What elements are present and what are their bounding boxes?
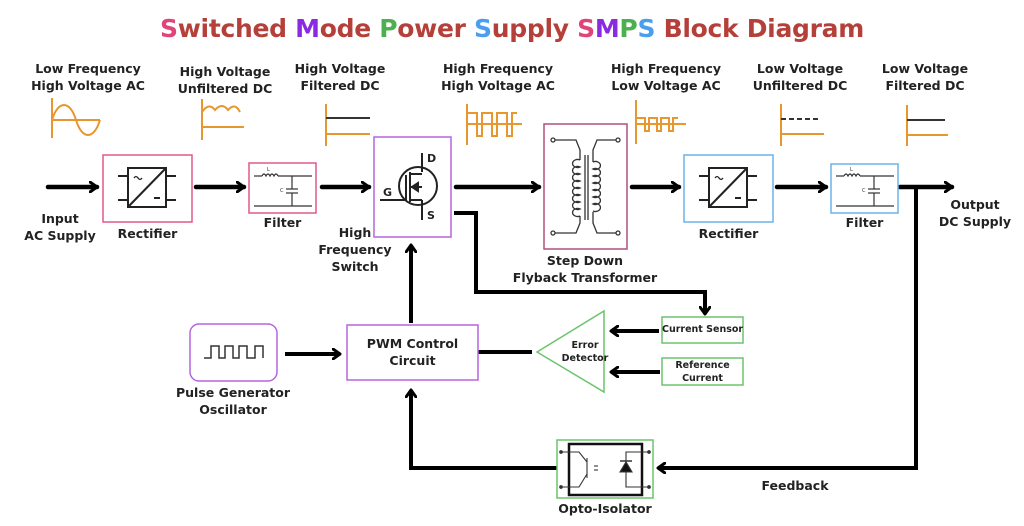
lc-filter-icon (254, 173, 312, 207)
title-segment: witched (177, 14, 296, 43)
title-segment: S (160, 14, 178, 43)
current-sensor-block[interactable] (661, 316, 744, 344)
pulse-wave-icon (204, 345, 264, 359)
waveform-icons (51, 98, 948, 146)
error-detector-block[interactable] (535, 309, 605, 394)
title-segment: ode (319, 14, 380, 43)
title-segment: P (619, 14, 638, 43)
current-sensor-label: Current Sensor (662, 324, 744, 335)
title-segment: M (295, 14, 320, 43)
mosfet-icon (380, 153, 438, 220)
title-segment: Block Diagram (655, 14, 865, 43)
optocoupler-icon (559, 450, 651, 489)
capacitor-label: C (862, 188, 866, 194)
diagram-title: Switched Mode Power Supply SMPS Block Di… (0, 14, 1024, 43)
feedback-label: Feedback (761, 478, 829, 493)
title-segment: S (637, 14, 656, 43)
opto-isolator-block[interactable] (556, 439, 654, 499)
inductor-label: L (850, 167, 853, 173)
filter-2-label: Filter (845, 215, 884, 230)
feedback-line (658, 187, 918, 468)
gate-label: G (383, 186, 392, 199)
pulse-generator-block[interactable] (189, 323, 278, 382)
capacitor-label: C (280, 188, 284, 194)
title-segment: S (474, 14, 492, 43)
rectifier-symbol-icon (118, 167, 176, 208)
high-frequency-switch-block[interactable]: D G S (373, 136, 452, 238)
rectifier-2-label: Rectifier (698, 226, 759, 241)
title-segment: M (594, 14, 620, 43)
switch-to-current-sensor-line (454, 211, 705, 314)
drain-label: D (427, 152, 436, 165)
pwm-control-block[interactable] (346, 324, 479, 381)
rectifier-symbol-icon (699, 167, 757, 208)
title-segment: S (577, 14, 595, 43)
sine-wave-icon (51, 98, 101, 138)
transformer-icon (550, 137, 621, 236)
flyback-transformer-block[interactable] (543, 123, 628, 250)
opto-to-pwm-line (411, 390, 560, 470)
opto-isolator-label: Opto-Isolator (558, 501, 652, 516)
rectifier-2-block[interactable] (683, 154, 774, 223)
ripple-dc-icon (201, 99, 244, 140)
square-wave-high-icon (466, 104, 522, 145)
inductor-label: L (267, 167, 270, 173)
rectifier-1-block[interactable] (102, 154, 193, 223)
square-wave-low-icon (635, 100, 686, 144)
rectifier-1-label: Rectifier (117, 226, 178, 241)
title-segment: ower (397, 14, 475, 43)
lc-filter-icon (836, 173, 894, 207)
reference-current-block[interactable] (661, 357, 744, 386)
filter-1-label: Filter (263, 215, 302, 230)
filter-2-block[interactable]: L C (830, 163, 899, 214)
high-filtered-dc-icon (325, 104, 370, 146)
dashed-dc-icon (780, 104, 824, 146)
title-segment: upply (491, 14, 578, 43)
title-segment: P (379, 14, 398, 43)
low-filtered-dc-icon (906, 105, 948, 146)
source-label: S (427, 209, 435, 222)
filter-1-block[interactable]: L C (248, 162, 317, 214)
